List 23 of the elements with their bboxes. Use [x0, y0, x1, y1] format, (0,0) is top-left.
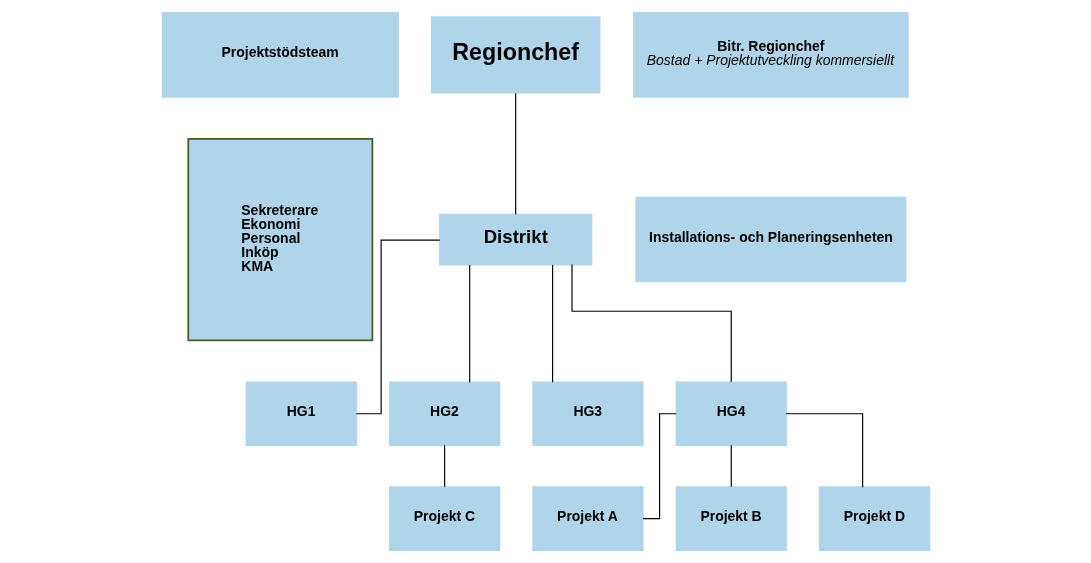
connector: [468, 264, 470, 383]
node-box: HG3: [531, 381, 644, 447]
node-box: Projekt B: [675, 486, 787, 551]
connector: [551, 264, 553, 383]
node-box: Bitr. Regionchef Bostad + Projektutveckling kommersiellt: [632, 12, 909, 98]
connector: [730, 444, 732, 488]
node-box: HG1: [245, 381, 357, 447]
node-box: Projekt A: [531, 486, 644, 551]
node-box: Projekt D: [818, 486, 930, 551]
node-box: Installations- och Planeringsenheten: [634, 196, 906, 283]
node-box: HG2: [388, 381, 500, 447]
node-box: Projekt C: [388, 486, 500, 551]
node-box: Projektstödsteam: [161, 12, 399, 98]
connector: [785, 413, 863, 488]
node-box: Regionchef: [430, 16, 600, 94]
node-box: HG4: [675, 381, 787, 447]
connector: [443, 444, 445, 488]
node-box: Distrikt: [438, 213, 592, 266]
connector: [514, 92, 516, 215]
connector: [355, 239, 440, 415]
connector: [641, 413, 677, 520]
node-box: Sekreterare Ekonomi Personal Inköp KMA: [186, 137, 373, 342]
connector: [570, 264, 732, 383]
